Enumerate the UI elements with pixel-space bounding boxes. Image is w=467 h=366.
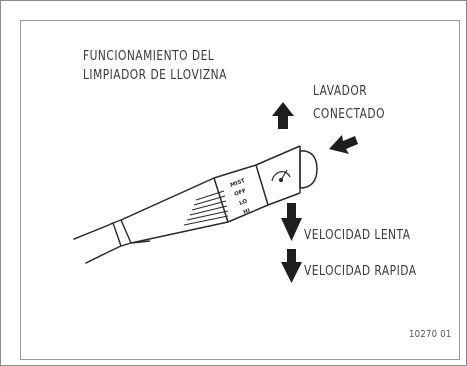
label-mist-wiper-line1: FUNCIONAMIENTO DEL	[83, 49, 215, 64]
marking-mist: MIST	[230, 178, 247, 189]
arrow-up-mist	[272, 102, 294, 129]
marking-lo: LO	[239, 198, 249, 206]
arrow-left-washer	[329, 135, 358, 154]
stalk-collar	[112, 219, 132, 247]
arrow-down-slow	[281, 203, 302, 241]
label-mist-wiper-line2: LIMPIADOR DE LLOVIZNA	[83, 68, 227, 83]
figure-inner-border	[20, 20, 460, 360]
marking-off: OFF	[234, 188, 248, 198]
label-slow-speed: VELOCIDAD LENTA	[304, 228, 411, 243]
switch-grip-hatching	[183, 190, 229, 226]
washer-knob	[299, 150, 318, 189]
marking-hi: HI	[243, 208, 251, 216]
arrow-down-fast	[281, 249, 302, 283]
label-washer-line2: CONECTADO	[313, 107, 385, 122]
stalk-shaft	[73, 222, 122, 264]
figure-number: 10270 01	[409, 329, 452, 340]
wiper-symbol-icon	[271, 169, 291, 183]
label-washer-line1: LAVADOR	[313, 84, 368, 99]
label-fast-speed: VELOCIDAD RAPIDA	[304, 264, 417, 279]
